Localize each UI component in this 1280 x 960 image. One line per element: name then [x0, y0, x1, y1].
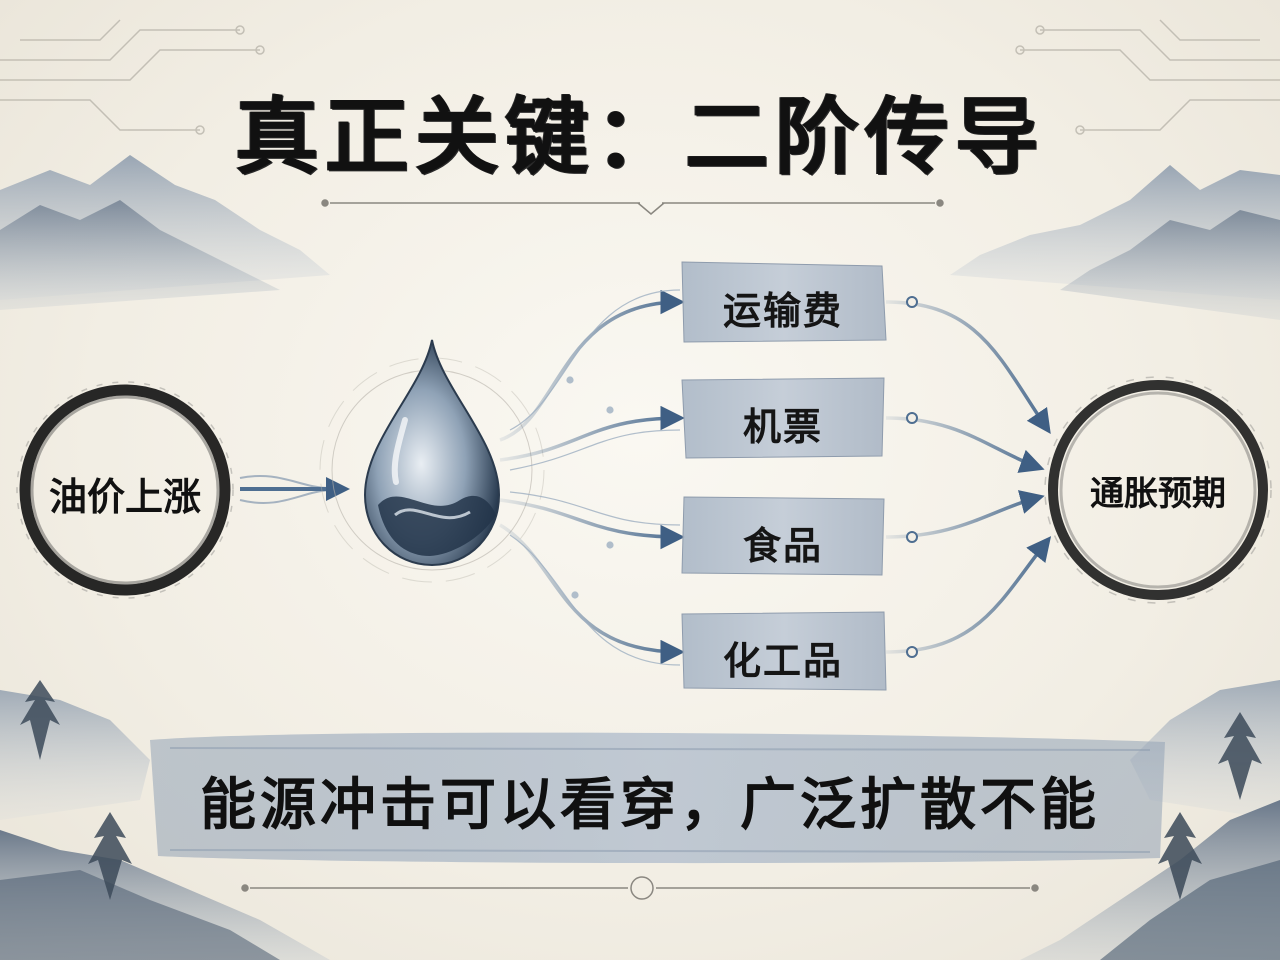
water-drop-icon	[319, 339, 545, 583]
channel-label-transport: 运输费	[722, 288, 843, 333]
channel-label-chemicals: 化工品	[722, 638, 843, 683]
flow-accent-lines	[509, 289, 681, 666]
title-divider	[321, 199, 944, 215]
pine-trees	[20, 680, 1262, 900]
page-title: 真正关键：二阶传导	[234, 87, 1045, 186]
channel-boxes	[681, 261, 887, 691]
flows-drop-to-channels	[499, 289, 685, 665]
circuit-decoration-right	[1015, 19, 1280, 135]
source-enso-circle	[16, 381, 234, 599]
flows-channels-to-target	[885, 296, 1052, 658]
target-node-label: 通胀预期	[1090, 474, 1226, 514]
mountains-upper-left	[0, 155, 330, 310]
source-node-label: 油价上涨	[48, 474, 201, 519]
target-enso-circle	[1044, 376, 1272, 604]
conclusion-text: 能源冲击可以看穿，广泛扩散不能	[200, 772, 1100, 838]
conclusion-banner	[150, 732, 1165, 864]
flow-source-to-drop	[239, 474, 350, 504]
channel-label-food: 食品	[742, 523, 823, 568]
mountains-upper-right	[950, 165, 1280, 320]
bottom-divider	[241, 876, 1039, 900]
channel-label-airfare: 机票	[742, 404, 823, 449]
circuit-decoration-left	[0, 19, 265, 135]
